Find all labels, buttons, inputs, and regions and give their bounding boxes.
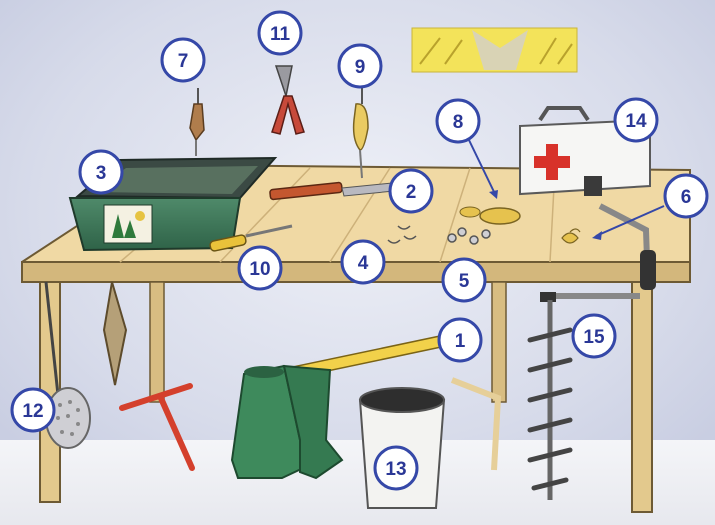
- callout-1: 1: [439, 319, 481, 361]
- callout-12: 12: [12, 389, 54, 431]
- callout-9: 9: [339, 45, 381, 87]
- callout-13: 13: [375, 447, 417, 489]
- callout-6: 6: [665, 175, 707, 217]
- callout-number: 11: [270, 24, 291, 45]
- callout-number: 9: [355, 57, 366, 78]
- callout-8: 8: [437, 100, 479, 142]
- callout-number: 7: [178, 51, 189, 72]
- callout-number: 3: [96, 163, 107, 184]
- callout-number: 6: [681, 187, 692, 208]
- wall-sign-icon: [412, 28, 577, 72]
- callout-5: 5: [443, 259, 485, 301]
- callout-11: 11: [259, 12, 301, 54]
- callout-number: 14: [625, 111, 647, 132]
- callout-3: 3: [80, 151, 122, 193]
- callout-10: 10: [239, 247, 281, 289]
- callout-number: 2: [406, 182, 417, 203]
- callout-number: 4: [358, 253, 369, 274]
- callout-number: 5: [459, 271, 470, 292]
- callout-7: 7: [162, 39, 204, 81]
- rubber-boots-icon: [232, 366, 342, 478]
- callout-15: 15: [573, 315, 615, 357]
- floor: [0, 440, 715, 525]
- callout-number: 13: [385, 459, 406, 480]
- callout-14: 14: [615, 99, 657, 141]
- callout-number: 1: [455, 331, 466, 352]
- callout-number: 8: [453, 112, 464, 133]
- callout-number: 12: [22, 401, 43, 422]
- callout-2: 2: [390, 170, 432, 212]
- callout-number: 15: [583, 327, 605, 348]
- callout-4: 4: [342, 241, 384, 283]
- callout-number: 10: [249, 259, 270, 280]
